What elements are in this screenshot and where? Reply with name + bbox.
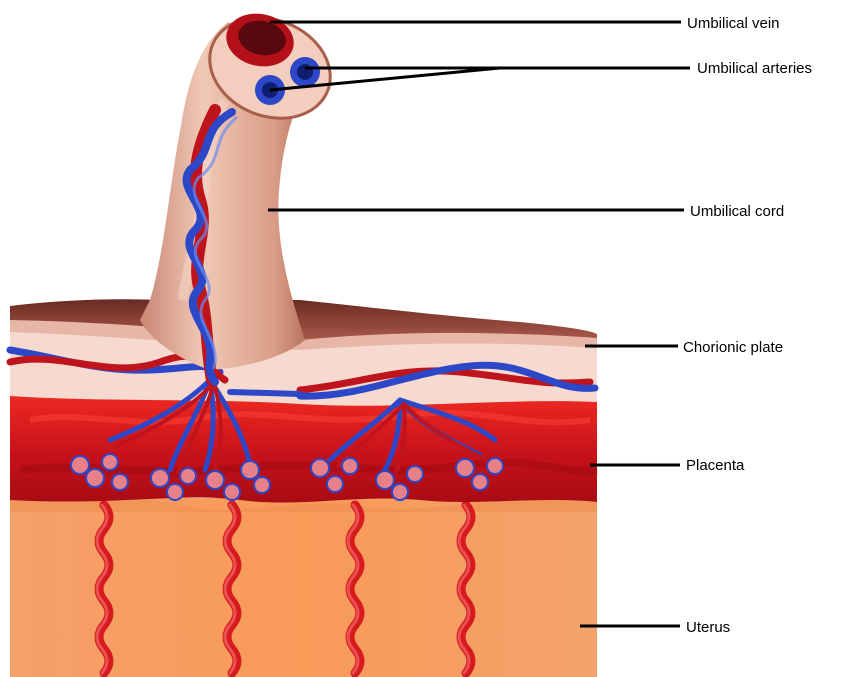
label-umbilical-vein: Umbilical vein (687, 15, 780, 33)
label-chorionic-plate: Chorionic plate (683, 339, 783, 357)
label-placenta: Placenta (686, 457, 744, 475)
label-umbilical-cord: Umbilical cord (690, 203, 784, 221)
label-umbilical-arteries: Umbilical arteries (697, 60, 812, 78)
label-uterus: Uterus (686, 619, 730, 637)
